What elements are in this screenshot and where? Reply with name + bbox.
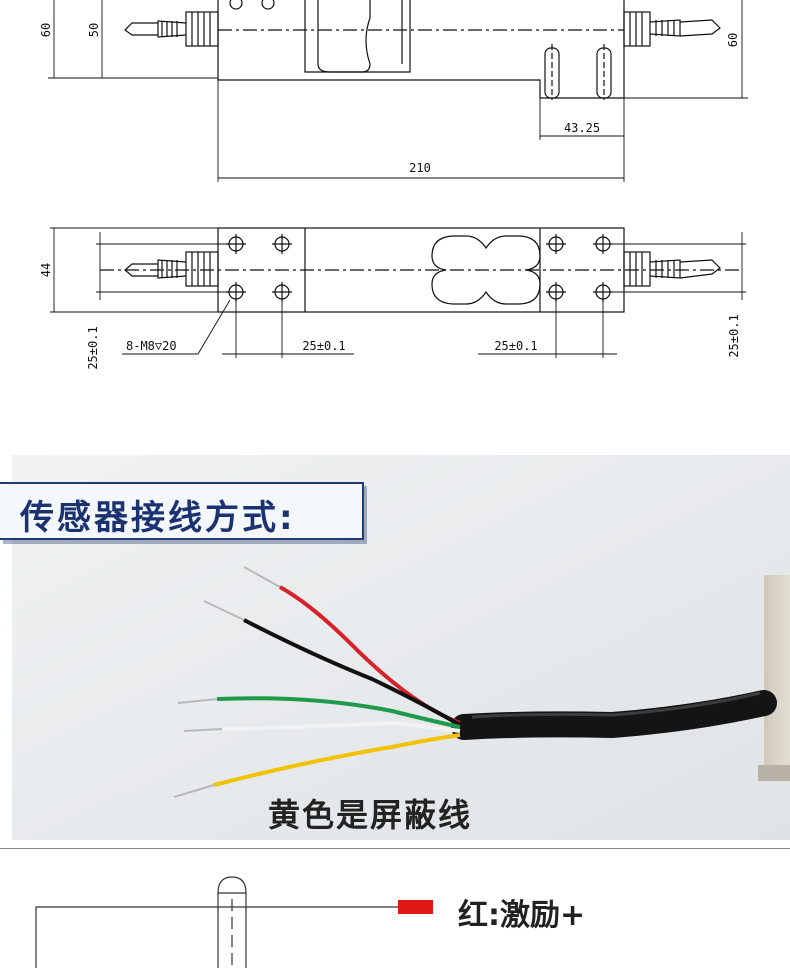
technical-drawings: 60 50 60 43.25 210 44 25±0.1 25±0.1 8-M8… <box>39 0 748 370</box>
sheathed-cable <box>451 690 777 740</box>
banner-title: 传感器接线方式: <box>20 498 296 538</box>
wire-white <box>221 720 461 733</box>
wire-yellow <box>213 733 461 787</box>
top-view-body <box>100 227 740 313</box>
cell-outline <box>217 876 247 968</box>
dim-hole-pitch-left: 25±0.1 <box>302 339 345 353</box>
dim-left-edge: 25±0.1 <box>86 326 100 369</box>
red-wire-swatch <box>398 900 433 914</box>
load-cell-block <box>758 575 790 781</box>
red-wire-label: 红:激励+ <box>458 898 586 933</box>
dim-hole-pitch-right: 25±0.1 <box>494 339 537 353</box>
wiring-method-banner: 传感器接线方式: <box>0 482 364 540</box>
top-view-left-cable <box>124 251 219 287</box>
dim-right-edge: 25±0.1 <box>727 314 741 357</box>
side-view-right-cable <box>623 11 721 47</box>
dim-step-width: 43.25 <box>564 121 600 135</box>
side-view-left-cable <box>124 11 219 47</box>
wire-black <box>243 618 462 727</box>
dim-thread-callout: 8-M8▽20 <box>126 339 177 353</box>
dim-total-length: 210 <box>409 161 431 175</box>
side-view-body <box>217 0 625 100</box>
wire-green <box>216 696 461 729</box>
top-view-holes <box>226 234 613 358</box>
dim-inner-height: 50 <box>87 23 101 37</box>
top-view-right-cable <box>623 251 721 287</box>
dim-top-width: 44 <box>39 263 53 277</box>
red-wire-line <box>35 906 400 968</box>
side-view-dimension-lines <box>48 0 748 182</box>
wiring-diagram <box>35 876 433 968</box>
shield-wire-caption: 黄色是屏蔽线 <box>268 796 473 834</box>
top-view-dimension-lines <box>50 227 746 355</box>
dim-right-height: 60 <box>726 33 740 47</box>
dim-left-height: 60 <box>39 23 53 37</box>
section-divider <box>0 848 790 849</box>
